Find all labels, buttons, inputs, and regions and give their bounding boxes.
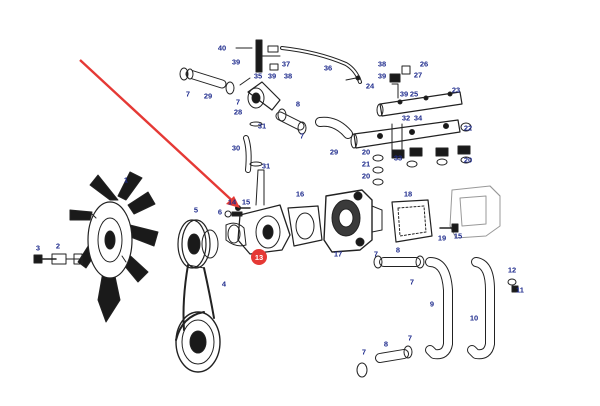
callout-6: 6 [217,207,223,217]
coolant-rail-23 [376,65,463,117]
callout-31a: 31 [257,121,267,131]
callout-5: 5 [193,205,199,215]
hose-8 [275,108,307,135]
coolant-rail-22 [350,119,472,149]
callout-7c: 7 [299,131,305,141]
bolt-19 [439,223,459,233]
callout-4: 4 [221,279,227,289]
hose-29-top [185,68,227,89]
callout-32: 32 [401,113,411,123]
callout-34: 34 [413,113,423,123]
callout-20c: 20 [463,155,473,165]
callout-8a: 8 [295,99,301,109]
callout-23: 23 [451,85,461,95]
highlight-arrow [79,59,240,208]
callout-16: 16 [295,189,305,199]
gasket-18 [391,199,433,243]
callout-39c: 39 [377,71,387,81]
callout-3: 3 [35,243,41,253]
callout-25: 25 [409,89,419,99]
thermostat-housing [323,189,383,253]
callout-1: 1 [123,175,129,185]
bolt-24 [345,75,361,81]
fan-bolt [33,253,83,265]
water-pump [225,169,291,255]
callout-31b: 31 [261,161,271,171]
callout-21: 21 [361,159,371,169]
callout-7g: 7 [407,333,413,343]
callout-11: 11 [516,285,524,295]
callout-27: 27 [413,70,423,80]
clamp-7-top [179,67,235,95]
callout-22: 22 [463,123,473,133]
hose-8-right [373,255,425,269]
callout-7b: 7 [235,97,241,107]
upper-housing [239,77,281,111]
clamp-31 [249,121,263,167]
hose-9 [425,257,453,360]
highlighted-part-badge[interactable]: 13 [251,249,267,265]
callout-39a: 39 [231,57,241,67]
callout-17: 17 [333,249,343,259]
callout-20b: 20 [361,171,371,181]
callout-36: 36 [323,63,333,73]
callout-40: 40 [217,43,227,53]
hose-30 [243,135,252,173]
callout-29b: 29 [329,147,339,157]
hose-10 [467,257,495,360]
crank-pulley [175,311,221,373]
callout-37: 37 [281,59,291,69]
callout-15b: 15 [453,231,463,241]
callout-39d: 39 [399,89,409,99]
callout-39b: 39 [267,71,277,81]
callout-20a: 20 [361,147,371,157]
drain-plug [507,278,519,293]
callout-18: 18 [403,189,413,199]
hose-8-bottom [356,345,413,378]
callout-12: 12 [507,265,517,275]
callout-7a: 7 [185,89,191,99]
rail-couplings [372,123,472,186]
callout-7d: 7 [373,249,379,259]
callout-33: 33 [393,153,403,163]
callout-38a: 38 [283,71,293,81]
callout-14: 14 [227,197,237,207]
callout-26: 26 [419,59,429,69]
hose-29-mid [315,116,353,139]
callout-2: 2 [55,241,61,251]
callout-24: 24 [365,81,375,91]
callout-8b: 8 [395,245,401,255]
pipe-36 [280,46,362,84]
callout-7e: 7 [409,277,415,287]
pulley [177,219,219,269]
callout-15a: 15 [241,197,251,207]
callout-35: 35 [253,71,263,81]
gasket-16 [287,205,323,247]
callout-8c: 8 [383,339,389,349]
callout-30: 30 [231,143,241,153]
callout-9: 9 [429,299,435,309]
cooling-fan [69,171,159,323]
callout-38b: 38 [377,59,387,69]
callout-19: 19 [437,233,447,243]
sender-unit [235,39,281,73]
callout-28: 28 [233,107,243,117]
callout-10: 10 [469,313,479,323]
callout-29a: 29 [203,91,213,101]
callout-7f: 7 [361,347,367,357]
